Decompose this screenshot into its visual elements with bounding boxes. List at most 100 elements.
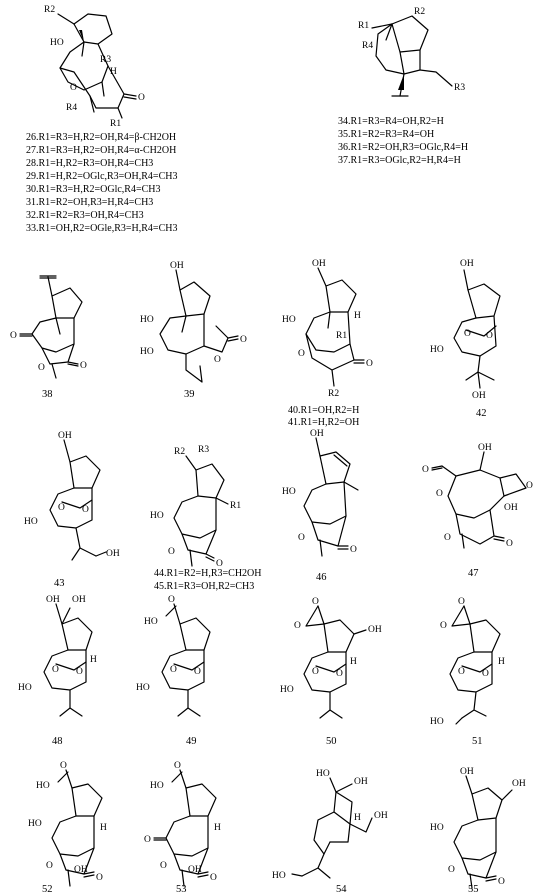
label-h: H	[90, 655, 97, 665]
label-h: H	[354, 813, 361, 823]
compound-number: 42	[476, 408, 487, 419]
label-r1: R1	[336, 331, 347, 341]
label-ho-lower: HO	[140, 347, 154, 357]
label-h: H	[350, 657, 357, 667]
compound-26-33-structure: R2 HO R3 H O R4 R1 O	[44, 5, 145, 129]
compound-43-structure: OH O O HO OH	[24, 431, 120, 561]
legend-line: 37.R1=R3=OGlc,R2=H,R4=H	[338, 155, 461, 166]
label-oh: OH	[188, 865, 202, 875]
legend-34-37: 34.R1=R3=R4=OH,R2=H 35.R1=R2=R3=R4=OH 36…	[338, 116, 468, 166]
compound-number: 50	[326, 736, 337, 747]
label-oh-top: OH	[58, 431, 72, 441]
label-oh: OH	[368, 625, 382, 635]
label-oh-top: OH	[460, 259, 474, 269]
label-oh-left: OH	[46, 595, 60, 605]
label-h: H	[214, 823, 221, 833]
legend-line: 29.R1=H,R2=OGlc,R3=OH,R4=CH3	[26, 171, 177, 182]
label-ho-upper: HO	[140, 315, 154, 325]
label-o-ring: O	[38, 363, 45, 373]
label-o-ketone: O	[10, 331, 17, 341]
label-oh-bottom: OH	[472, 391, 486, 401]
label-o-ring: O	[214, 355, 221, 365]
legend-line: 35.R1=R2=R3=R4=OH	[338, 129, 434, 140]
label-o-bridge2: O	[76, 667, 83, 677]
label-oh: OH	[74, 865, 88, 875]
label-o-lactone: O	[294, 621, 301, 631]
label-h: H	[100, 823, 107, 833]
label-o-bridge: O	[170, 665, 177, 675]
label-r1: R1	[230, 501, 241, 511]
compound-39-structure: OH HO HO O O	[140, 261, 247, 383]
legend-line: 34.R1=R3=R4=OH,R2=H	[338, 116, 444, 127]
label-o-ring: O	[168, 547, 175, 557]
label-o-bridge2: O	[486, 331, 493, 341]
label-ho: HO	[18, 683, 32, 693]
label-o-lactone: O	[440, 621, 447, 631]
label-o-ring: O	[298, 349, 305, 359]
label-oh: OH	[310, 429, 324, 439]
compound-52-structure: O HO HO H O OH O	[28, 761, 107, 887]
label-o-bridge2: O	[82, 505, 89, 515]
compound-44-45-structure: R2 R3 HO R1 O O	[150, 445, 241, 569]
legend-line: 45.R1=R3=OH,R2=CH3	[154, 581, 254, 592]
compound-number: 46	[316, 572, 327, 583]
label-o-bridge: O	[52, 665, 59, 675]
label-r2: R2	[174, 447, 185, 457]
label-o-carbonyl: O	[174, 761, 181, 771]
label-o-carbonyl: O	[312, 597, 319, 607]
label-o-ketone: O	[498, 877, 505, 887]
label-ho: HO	[316, 769, 330, 779]
label-ho: HO	[282, 315, 296, 325]
label-o-ketone: O	[96, 873, 103, 883]
legend-line: 26.R1=R3=H,R2=OH,R4=β-CH2OH	[26, 132, 176, 143]
compound-number: 54	[336, 884, 347, 894]
label-o-ketone: O	[506, 539, 513, 549]
compound-55-structure: OH OH HO O O	[430, 767, 526, 889]
label-o-bridge: O	[312, 667, 319, 677]
label-oh-top: OH	[354, 777, 368, 787]
label-o-ketone: O	[210, 873, 217, 883]
label-o-ketone: O	[350, 545, 357, 555]
label-r2: R2	[44, 5, 55, 15]
legend-line: 33.R1=OH,R2=OGle,R3=H,R4=CH3	[26, 223, 177, 234]
label-r3: R3	[100, 55, 111, 65]
label-o-bridge: O	[458, 667, 465, 677]
compound-number: 48	[52, 736, 63, 747]
label-r3: R3	[198, 445, 209, 455]
label-r4: R4	[362, 41, 373, 51]
label-o-lactone: O	[80, 361, 87, 371]
label-ho: HO	[280, 685, 294, 695]
label-oh-mid: OH	[504, 503, 518, 513]
label-o-ketone: O	[240, 335, 247, 345]
label-r2: R2	[414, 7, 425, 17]
compound-number: 49	[186, 736, 197, 747]
label-o-ketone: O	[366, 359, 373, 369]
compound-number: 52	[42, 884, 53, 894]
label-r2: R2	[328, 389, 339, 399]
label-oh-side: OH	[374, 811, 388, 821]
label-o-bridge2: O	[482, 669, 489, 679]
legend-line: 44.R1=R2=H,R3=CH2OH	[154, 568, 262, 579]
label-oh-right: OH	[512, 779, 526, 789]
label-ho: HO	[430, 717, 444, 727]
compound-40-41-structure: OH HO R1 H O O R2	[282, 259, 373, 399]
legend-line: 36.R1=R2=OH,R3=OGlc,R4=H	[338, 142, 468, 153]
compound-number: 53	[176, 884, 187, 894]
compound-53-structure: O HO O H O OH O	[144, 761, 221, 887]
compound-48-structure: OH OH O O H HO	[18, 595, 97, 717]
compound-number: 39	[184, 389, 195, 400]
label-ho: HO	[282, 487, 296, 497]
compound-number: 38	[42, 389, 53, 400]
label-o-ketone: O	[216, 559, 223, 569]
label-o-ring: O	[46, 861, 53, 871]
compound-49-structure: O HO O O HO	[136, 595, 211, 717]
compound-50-structure: O O OH O O H HO	[280, 597, 382, 719]
compound-46-structure: OH HO O O	[282, 429, 359, 557]
label-o-bridge: O	[58, 503, 65, 513]
label-ho: HO	[150, 511, 164, 521]
label-o-ether: O	[444, 533, 451, 543]
label-ho-acid: HO	[150, 781, 164, 791]
legend-40-41: 40.R1=OH,R2=H 41.R1=H,R2=OH	[288, 405, 359, 428]
